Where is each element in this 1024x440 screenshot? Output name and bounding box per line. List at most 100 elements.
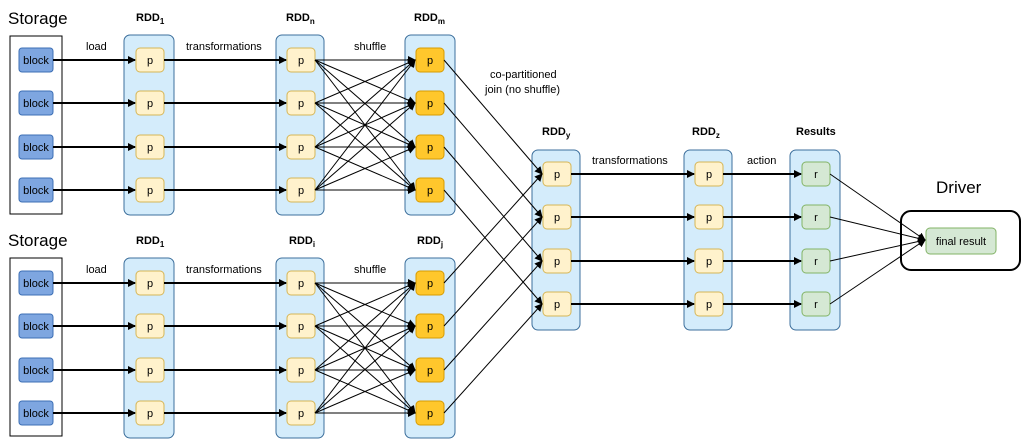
- rdd-1-label-bottom: RDD1: [136, 235, 165, 249]
- svg-text:p: p: [427, 408, 433, 420]
- rdd-m-container: [404, 34, 456, 216]
- bottom-load-arrows: [53, 279, 136, 417]
- svg-text:p: p: [427, 278, 433, 290]
- partition: p: [286, 270, 316, 296]
- top-transformation-arrows: [164, 56, 287, 194]
- shuffle-arrow: [314, 102, 416, 191]
- partition: p: [135, 134, 165, 160]
- partition: p: [135, 357, 165, 383]
- svg-text:p: p: [298, 321, 304, 333]
- top-shuffle-arrows: [314, 56, 416, 194]
- partition: p: [135, 47, 165, 73]
- rdd-n-partitions: p p p p: [286, 47, 316, 203]
- svg-text:p: p: [298, 185, 304, 197]
- block: block: [18, 134, 54, 160]
- shuffle-arrow: [314, 59, 416, 104]
- shuffle-arrow: [314, 59, 416, 191]
- driver-title: Driver: [936, 178, 982, 197]
- shuffle-arrow: [314, 146, 416, 191]
- partition: p: [415, 47, 445, 73]
- svg-text:r: r: [814, 256, 818, 268]
- co-partitioned-label-line1: co-partitioned: [490, 69, 557, 81]
- svg-text:block: block: [23, 55, 49, 67]
- rdd-1-partitions-bottom: p p p p: [135, 270, 165, 426]
- svg-text:p: p: [147, 278, 153, 290]
- svg-text:p: p: [147, 365, 153, 377]
- svg-text:p: p: [554, 256, 560, 268]
- partition: p: [694, 161, 724, 187]
- partition: p: [286, 357, 316, 383]
- rdd-i-partitions: p p p p: [286, 270, 316, 426]
- svg-text:p: p: [298, 142, 304, 154]
- partition: p: [694, 204, 724, 230]
- result: r: [801, 204, 831, 230]
- svg-text:block: block: [23, 365, 49, 377]
- svg-text:p: p: [147, 408, 153, 420]
- block: block: [18, 270, 54, 296]
- shuffle-arrow: [314, 325, 416, 414]
- result: r: [801, 291, 831, 317]
- svg-text:p: p: [147, 185, 153, 197]
- svg-text:p: p: [554, 212, 560, 224]
- rdd-n-container: [275, 34, 325, 216]
- svg-text:r: r: [814, 169, 818, 181]
- transformations-label-bottom: transformations: [186, 264, 262, 276]
- shuffle-arrow: [314, 282, 416, 327]
- partition: p: [542, 204, 572, 230]
- block: block: [18, 400, 54, 426]
- shuffle-arrow: [314, 59, 416, 148]
- partition: p: [415, 313, 445, 339]
- partition: p: [694, 291, 724, 317]
- svg-text:p: p: [147, 142, 153, 154]
- rdd-j-container: [404, 257, 456, 439]
- svg-text:block: block: [23, 142, 49, 154]
- svg-text:p: p: [147, 55, 153, 67]
- co-partitioned-label-line2: join (no shuffle): [484, 84, 560, 96]
- partition: p: [135, 270, 165, 296]
- final-result-label: final result: [936, 236, 986, 248]
- shuffle-arrow: [314, 369, 416, 414]
- partition: p: [415, 270, 445, 296]
- result: r: [801, 248, 831, 274]
- svg-text:p: p: [706, 299, 712, 311]
- partition: p: [542, 291, 572, 317]
- svg-text:p: p: [427, 185, 433, 197]
- svg-text:p: p: [427, 321, 433, 333]
- bottom-transformation-arrows: [164, 279, 287, 417]
- result: r: [801, 161, 831, 187]
- final-result-box: [925, 227, 997, 255]
- svg-text:r: r: [814, 299, 818, 311]
- action-arrows: [723, 170, 802, 308]
- results-items: r r r r: [801, 161, 831, 317]
- svg-text:p: p: [427, 55, 433, 67]
- storage-title-bottom: Storage: [8, 231, 68, 250]
- svg-text:block: block: [23, 321, 49, 333]
- svg-text:p: p: [298, 365, 304, 377]
- svg-text:r: r: [814, 212, 818, 224]
- bottom-shuffle-arrows: [314, 279, 416, 417]
- svg-text:block: block: [23, 98, 49, 110]
- svg-text:p: p: [298, 278, 304, 290]
- partition: p: [694, 248, 724, 274]
- storage-blocks-bottom: block block block block: [18, 270, 54, 426]
- rdd-y-label: RDDy: [542, 126, 571, 140]
- svg-text:p: p: [554, 299, 560, 311]
- rdd-n-label: RDDn: [286, 12, 315, 26]
- svg-text:p: p: [427, 98, 433, 110]
- partition: p: [542, 248, 572, 274]
- svg-text:p: p: [427, 142, 433, 154]
- load-label-bottom: load: [86, 264, 107, 276]
- svg-text:p: p: [147, 321, 153, 333]
- results-label: Results: [796, 126, 836, 138]
- svg-text:p: p: [298, 98, 304, 110]
- partition: p: [135, 400, 165, 426]
- partition: p: [286, 134, 316, 160]
- partition: p: [135, 177, 165, 203]
- rdd-1-container-top: [123, 34, 175, 216]
- svg-text:p: p: [147, 98, 153, 110]
- join-transformation-arrows: [571, 170, 695, 308]
- results-container: [789, 149, 841, 331]
- rdd-j-label: RDDj: [417, 235, 443, 249]
- top-load-arrows: [53, 56, 136, 194]
